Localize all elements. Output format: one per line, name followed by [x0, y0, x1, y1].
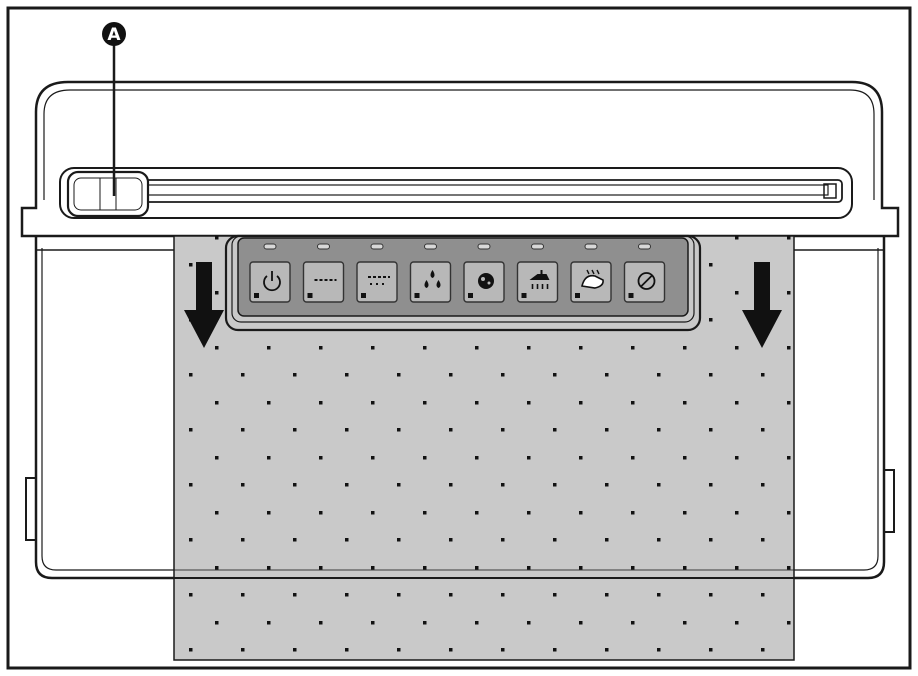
indicator-light — [638, 243, 651, 250]
arrow-left — [184, 262, 224, 348]
indicator-light — [531, 243, 544, 250]
down-arrow-icon — [184, 262, 224, 348]
panel-button-stain[interactable] — [463, 243, 505, 303]
indicator-light — [584, 243, 598, 250]
panel-button-mist-medium[interactable] — [356, 243, 398, 303]
indicator-light — [263, 243, 277, 250]
left-tab — [25, 477, 36, 541]
callout-a: A — [102, 22, 126, 196]
button-face[interactable] — [356, 261, 398, 303]
down-arrow-icon — [742, 262, 782, 348]
water-drops-icon — [424, 270, 441, 288]
button-face[interactable] — [409, 261, 452, 303]
appliance-body — [20, 80, 900, 580]
stain-icon — [478, 273, 494, 289]
panel-button-mist-light[interactable] — [302, 243, 345, 303]
panel-button-hand-wash[interactable] — [570, 243, 612, 303]
callout-label: A — [107, 25, 121, 45]
button-corner-dot — [307, 293, 313, 298]
button-corner-dot — [254, 293, 259, 298]
shower-icon — [529, 270, 550, 289]
button-corner-dot — [575, 293, 580, 298]
right-tab — [884, 469, 895, 533]
button-corner-dot — [521, 293, 527, 298]
power-icon — [263, 271, 281, 292]
arrow-right — [742, 262, 782, 348]
figure-frame — [6, 6, 912, 670]
indicator-light — [317, 243, 330, 250]
button-corner-dot — [468, 293, 473, 298]
indicator-light — [370, 243, 384, 250]
hand-wash-icon — [581, 269, 604, 289]
slider-track — [139, 179, 843, 203]
button-corner-dot — [361, 293, 366, 298]
panel-button-power[interactable] — [249, 243, 291, 303]
control-panel — [224, 234, 702, 332]
indicator-light — [477, 243, 491, 250]
panel-button-shower[interactable] — [516, 243, 559, 303]
panel-button-water-drops[interactable] — [409, 243, 452, 303]
indicator-light — [424, 243, 437, 250]
lid-inner-line — [43, 89, 875, 200]
button-face[interactable] — [516, 261, 559, 303]
callout-badge — [102, 22, 126, 46]
button-face[interactable] — [302, 261, 345, 303]
panel-button-stop[interactable] — [623, 243, 666, 303]
slider-handle[interactable] — [66, 170, 150, 218]
button-corner-dot — [628, 293, 634, 298]
button-corner-dot — [414, 293, 420, 298]
stop-icon — [637, 272, 656, 290]
panel-buttons — [249, 243, 666, 303]
mist-medium-icon — [368, 276, 390, 285]
button-face[interactable] — [249, 261, 291, 303]
